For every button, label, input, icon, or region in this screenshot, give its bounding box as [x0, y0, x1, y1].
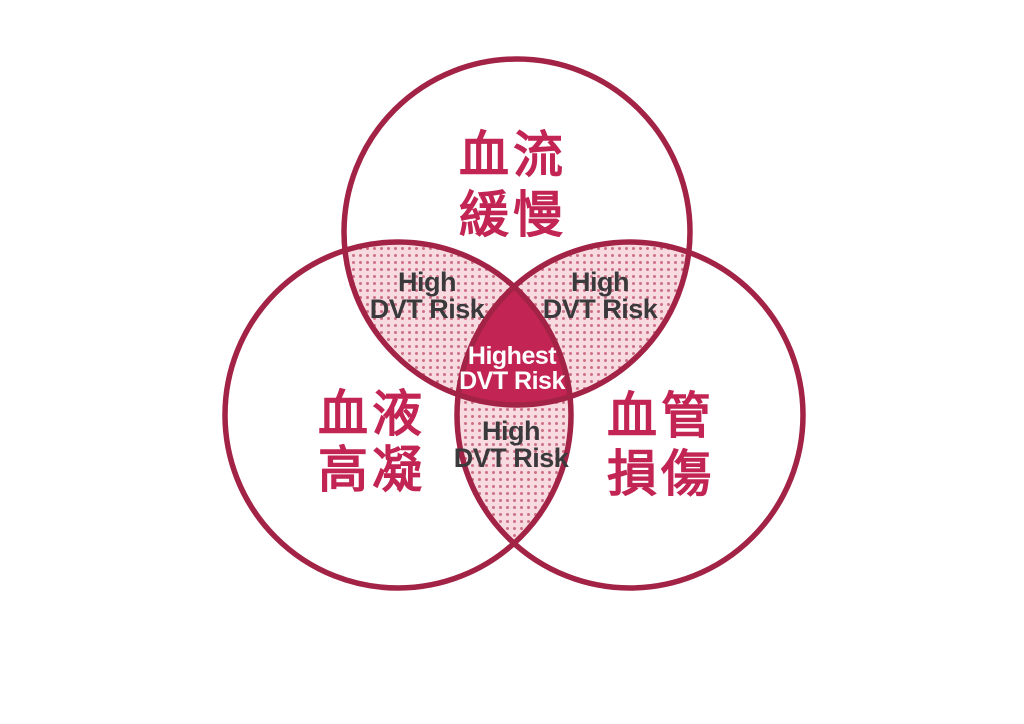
label-overlap-top-right-line1: High — [571, 267, 629, 297]
circle-vessel-injury — [454, 239, 806, 591]
circle-blood-stasis — [341, 56, 693, 408]
label-hypercoagulability-line1: 血液 — [318, 385, 426, 443]
label-overlap-top-right-line2: DVT Risk — [543, 294, 659, 324]
label-overlap-bottom-line1: High — [482, 416, 540, 446]
label-overlap-top-left-line2: DVT Risk — [370, 294, 486, 324]
overlap-center-region — [457, 242, 571, 405]
label-blood-stasis-line2: 緩慢 — [459, 186, 567, 244]
label-overlap-center-line1: Highest — [468, 342, 557, 370]
label-overlap-center-line2: DVT Risk — [459, 367, 565, 395]
triple-clip-inner — [457, 242, 571, 405]
label-vessel-injury-line2: 損傷 — [607, 445, 715, 503]
label-vessel-injury-line1: 血管 — [607, 387, 715, 445]
label-blood-stasis-line1: 血流 — [459, 126, 567, 184]
circle-hypercoagulability — [222, 239, 574, 591]
label-hypercoagulability-line2: 高凝 — [318, 441, 426, 499]
label-overlap-top-left-line1: High — [398, 267, 456, 297]
label-overlap-bottom-line2: DVT Risk — [454, 443, 570, 473]
triple-clip-outer — [457, 242, 571, 405]
